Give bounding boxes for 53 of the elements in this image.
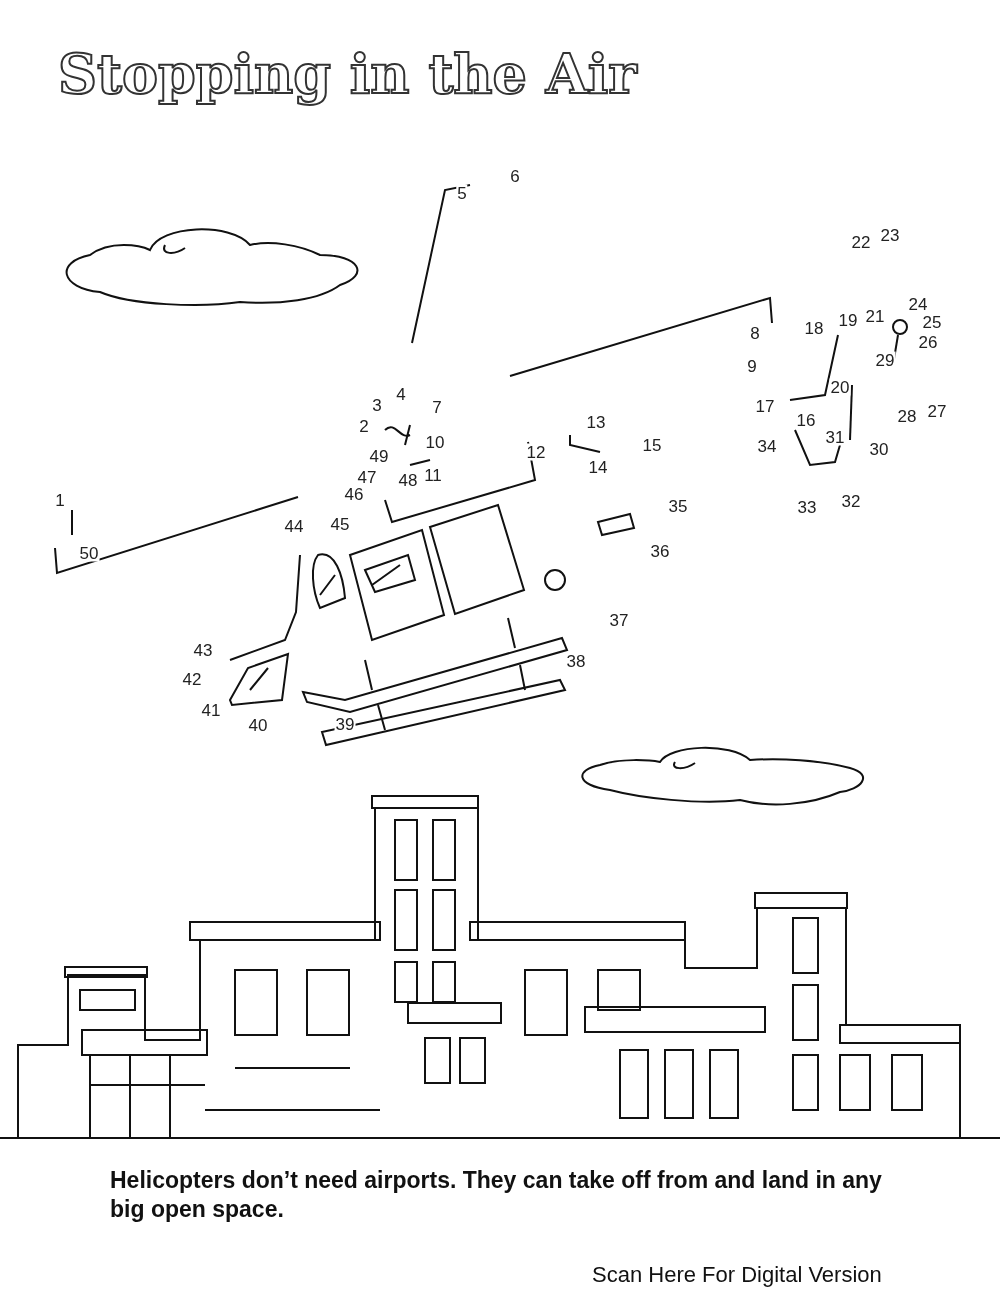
- dot-number: 13: [585, 413, 607, 431]
- dot-number: 31: [824, 428, 846, 446]
- dot-number: 27: [926, 402, 948, 420]
- dot-number: 47: [356, 468, 378, 486]
- dot-number: 39: [334, 715, 356, 733]
- dot-number: 37: [608, 611, 630, 629]
- dot-number: 28: [896, 407, 918, 425]
- dot-number: 15: [641, 436, 663, 454]
- dot-number: 6: [509, 167, 521, 185]
- dot-number: 41: [200, 701, 222, 719]
- dot-number: 50: [78, 544, 100, 562]
- dot-number: 7: [431, 398, 443, 416]
- dot-number: 2: [358, 417, 370, 435]
- dot-number: 33: [796, 498, 818, 516]
- dot-number: 43: [192, 641, 214, 659]
- dot-number: 16: [795, 411, 817, 429]
- dot-number: 32: [840, 492, 862, 510]
- scan-note: Scan Here For Digital Version: [592, 1262, 882, 1288]
- dot-number: 48: [397, 471, 419, 489]
- dot-number: 9: [746, 357, 758, 375]
- dot-number: 19: [837, 311, 859, 329]
- dot-number: 3: [371, 396, 383, 414]
- dot-number: 8: [749, 324, 761, 342]
- dot-number: 42: [181, 670, 203, 688]
- dot-number: 44: [283, 517, 305, 535]
- dot-number: 11: [423, 466, 443, 484]
- dot-number: 10: [424, 433, 446, 451]
- dot-number: 36: [649, 542, 671, 560]
- dot-number: 45: [329, 515, 351, 533]
- dot-number: 20: [829, 378, 851, 396]
- dot-number: 18: [803, 319, 825, 337]
- dot-number: 25: [921, 313, 943, 331]
- dot-number: 23: [879, 226, 901, 244]
- dot-number: 4: [395, 385, 407, 403]
- dot-number: 30: [868, 440, 890, 458]
- dot-number: 5: [456, 184, 468, 202]
- worksheet-title: Stopping in the Air: [58, 42, 637, 106]
- dot-number: 1: [54, 491, 66, 509]
- dot-number: 14: [587, 458, 609, 476]
- dot-number: 24: [907, 295, 929, 313]
- dot-number: 12: [525, 443, 547, 461]
- dot-number: 38: [565, 652, 587, 670]
- dot-number: 35: [667, 497, 689, 515]
- dot-number: 22: [850, 233, 872, 251]
- dot-number: 26: [917, 333, 939, 351]
- dot-number: 21: [864, 307, 886, 325]
- caption-text: Helicopters don’t need airports. They can take off from and land in any big open space.: [110, 1166, 883, 1224]
- dot-number: 46: [343, 485, 365, 503]
- dot-number: 49: [368, 447, 390, 465]
- dot-number: 40: [247, 716, 269, 734]
- dot-number: 17: [754, 397, 776, 415]
- dot-number: 34: [756, 437, 778, 455]
- dot-number: 29: [874, 351, 896, 369]
